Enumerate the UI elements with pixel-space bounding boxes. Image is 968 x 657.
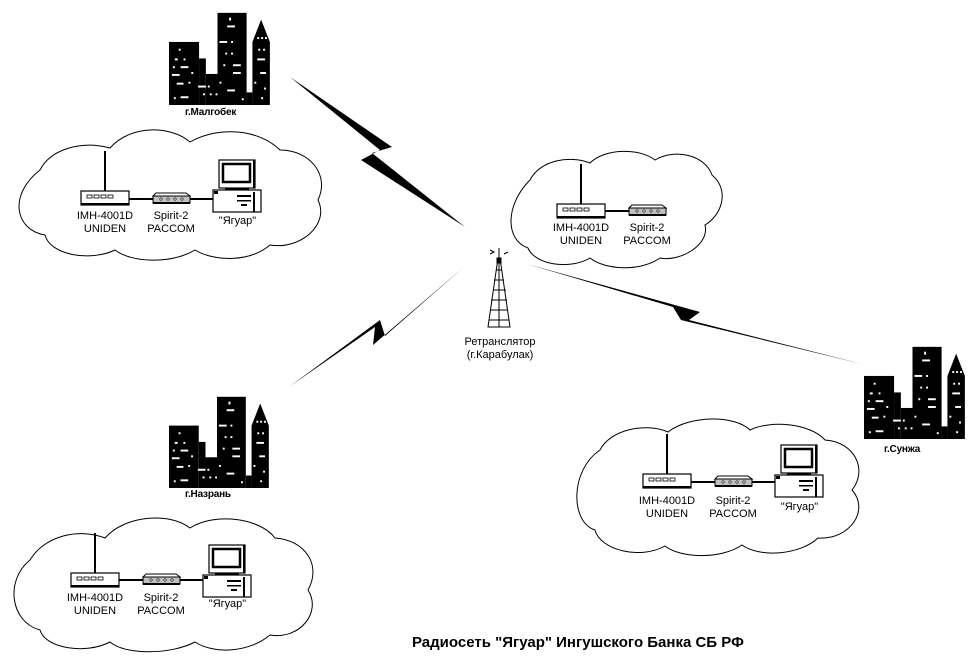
radio-link-malgobek [290, 77, 465, 227]
radio-link-sunzha [527, 264, 862, 364]
radio-link-nazran [289, 266, 465, 387]
radio-icon [556, 163, 606, 219]
cloud-repeater [510, 150, 723, 269]
cloud-sunzha [576, 418, 860, 557]
repeater-tower-icon [487, 248, 511, 328]
repeater-label: Ретранслятор (г.Карабулак) [460, 336, 540, 362]
city-label-sunzha: г.Сунжа [884, 444, 921, 455]
cloud-malgobek [18, 129, 323, 261]
radio-icon [642, 433, 692, 489]
computer-icon [773, 443, 825, 499]
radio-icon [70, 532, 120, 588]
city-icon-malgobek [169, 12, 270, 106]
city-icon-nazran [169, 396, 269, 488]
computer-icon [211, 158, 263, 214]
computer-label: "Ягуар" [780, 501, 819, 513]
city-label-malgobek: г.Малгобек [185, 107, 237, 118]
repeater-location: (г.Карабулак) [466, 349, 534, 361]
computer-label: "Ягуар" [218, 215, 257, 227]
cloud-nazran [13, 517, 314, 653]
modem-icon [628, 204, 667, 217]
city-label-nazran: г.Назрань [185, 489, 231, 500]
computer-label: "Ягуар" [208, 598, 247, 610]
diagram-title: Радиосеть "Ягуар" Ингушского Банка СБ РФ [412, 634, 744, 651]
repeater-name: Ретранслятор [464, 336, 536, 348]
computer-icon [201, 543, 253, 599]
modem-icon [152, 192, 191, 205]
radio-icon [80, 150, 130, 206]
modem-icon [714, 475, 753, 488]
city-icon-sunzha [864, 346, 965, 439]
modem-icon [142, 573, 181, 586]
